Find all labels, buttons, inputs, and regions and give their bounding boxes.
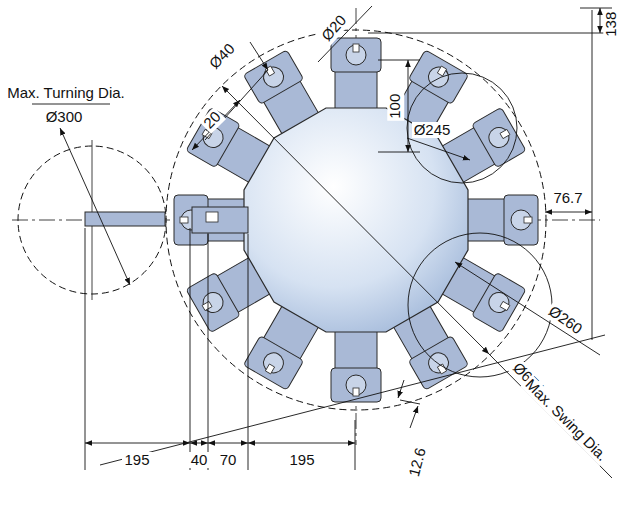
dimension-label: 40 <box>189 452 210 469</box>
dimension-label: 70 <box>218 452 239 469</box>
dimension-label: Ø40 <box>205 39 240 74</box>
dimension-label: 76.7 <box>551 190 584 207</box>
dimension-label: Max. Turning Dia. <box>5 85 127 102</box>
dimension-label: Ø245 <box>412 122 453 139</box>
dimension-label: 195 <box>287 452 316 469</box>
dimension-label: 195 <box>122 452 151 469</box>
dimension-label: 138 <box>604 9 621 38</box>
dimension-label: Max. Swing Dia. <box>520 374 611 465</box>
dimension-label: 12.6 <box>406 444 431 480</box>
dimension-label: Ø300 <box>44 109 85 126</box>
dimension-label: 100 <box>388 91 405 120</box>
